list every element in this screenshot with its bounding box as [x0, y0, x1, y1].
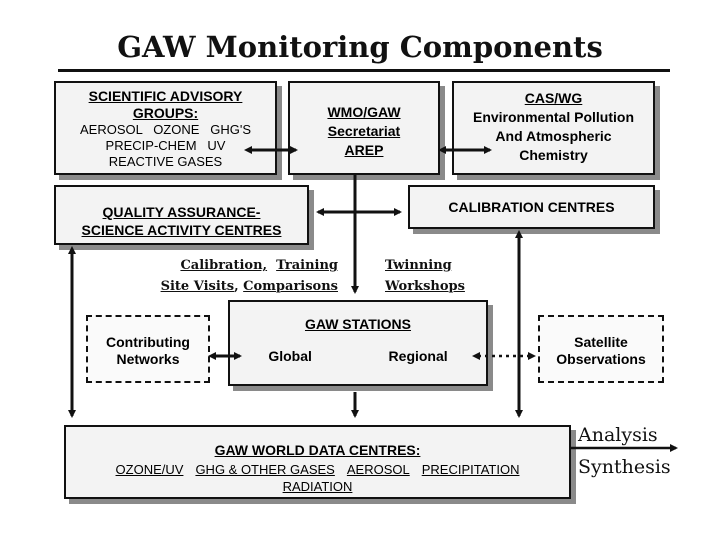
contrib-line1: Contributing: [106, 334, 190, 350]
cas-line4: Chemistry: [519, 147, 588, 163]
wdc-item-precipitation: PRECIPITATION: [421, 462, 520, 477]
satellite-observations-box: Satellite Observations: [538, 315, 664, 383]
title-underline: [58, 69, 670, 72]
qa-line1: QUALITY ASSURANCE-: [102, 204, 261, 220]
cas-line2: Environmental Pollution: [472, 109, 634, 125]
regional-label: Regional: [388, 348, 448, 364]
wmo-line2: Secretariat: [327, 123, 401, 139]
gaw-stations-heading: GAW STATIONS: [304, 316, 412, 332]
sag-line1: AEROSOL OZONE GHG'S: [79, 122, 252, 137]
scientific-advisory-groups-box: SCIENTIFIC ADVISORY GROUPS: AEROSOL OZON…: [54, 81, 277, 175]
contributing-networks-box: Contributing Networks: [86, 315, 210, 383]
workshops-text: Workshops: [385, 279, 465, 294]
site-visits-text: Site Visits: [160, 279, 235, 294]
twinning-text: Twinning: [385, 258, 452, 273]
sat-line2: Observations: [556, 351, 646, 367]
calibration-training-label: Calibration, Training Site Visits, Compa…: [160, 258, 338, 294]
global-label: Global: [268, 348, 312, 364]
quality-assurance-box: QUALITY ASSURANCE- SCIENCE ACTIVITY CENT…: [54, 185, 309, 245]
contrib-line2: Networks: [116, 351, 180, 367]
cas-line1: CAS/WG: [524, 90, 583, 106]
calibration-text: Calibration,: [180, 258, 268, 273]
sag-line2: PRECIP-CHEM UV: [105, 138, 226, 153]
wdc-item-radiation: RADIATION: [282, 479, 353, 494]
gaw-stations-box: GAW STATIONS Global Regional: [228, 300, 488, 386]
sag-heading-line2: GROUPS:: [132, 105, 199, 121]
wmo-line3: AREP: [344, 142, 384, 158]
comparisons-text: Comparisons: [243, 279, 338, 294]
wdc-item-ghg: GHG & OTHER GASES: [195, 462, 335, 477]
wmo-gaw-secretariat-box: WMO/GAW Secretariat AREP: [288, 81, 440, 175]
analysis-label: Analysis: [578, 424, 658, 446]
qa-line2: SCIENCE ACTIVITY CENTRES: [81, 222, 282, 238]
synthesis-label: Synthesis: [578, 456, 671, 478]
wdc-item-aerosol: AEROSOL: [346, 462, 410, 477]
sag-line3: REACTIVE GASES: [108, 154, 223, 169]
training-text: Training: [276, 258, 338, 273]
world-data-centres-box: GAW WORLD DATA CENTRES: OZONE/UV GHG & O…: [64, 425, 571, 499]
calibration-centres-box: CALIBRATION CENTRES: [408, 185, 655, 229]
wmo-line1: WMO/GAW: [327, 104, 401, 120]
wdc-item-ozone-uv: OZONE/UV: [115, 462, 184, 477]
cas-line3: And Atmospheric: [495, 128, 612, 144]
cas-wg-box: CAS/WG Environmental Pollution And Atmos…: [452, 81, 655, 175]
twinning-workshops-label: Twinning Workshops: [385, 255, 495, 297]
sat-line1: Satellite: [574, 334, 628, 350]
wdc-heading: GAW WORLD DATA CENTRES:: [214, 442, 421, 458]
page-title: GAW Monitoring Components: [117, 30, 603, 64]
sag-heading-line1: SCIENTIFIC ADVISORY: [88, 88, 243, 104]
calibration-centres-label: CALIBRATION CENTRES: [448, 199, 615, 215]
